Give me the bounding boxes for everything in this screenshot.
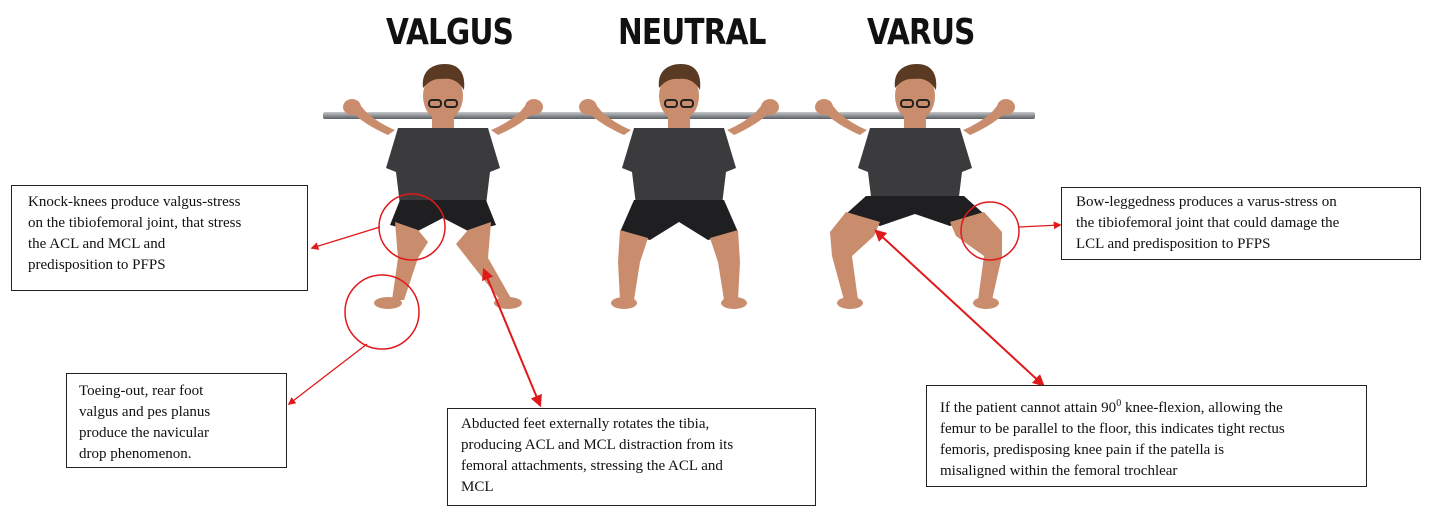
callout-line: femoris, predisposing knee pain if the p… xyxy=(940,440,1366,461)
callout-line: LCL and predisposition to PFPS xyxy=(1076,234,1420,255)
callout-line: Knock-knees produce valgus-stress xyxy=(28,192,307,213)
callout-line: predisposition to PFPS xyxy=(28,255,307,276)
callout-text: knee-flexion, allowing the xyxy=(1121,400,1283,416)
callout-line: Toeing-out, rear foot xyxy=(79,381,286,402)
callout-line: MCL xyxy=(461,477,815,498)
callout-line: Abducted feet externally rotates the tib… xyxy=(461,414,815,435)
callout-knock-knees: Knock-knees produce valgus-stress on the… xyxy=(11,185,308,291)
valgus-figure xyxy=(343,64,543,309)
callout-line: drop phenomenon. xyxy=(79,444,286,465)
callout-abducted-feet: Abducted feet externally rotates the tib… xyxy=(447,408,816,506)
callout-knee-flexion: If the patient cannot attain 900 knee-fl… xyxy=(926,385,1367,487)
callout-line: the ACL and MCL and xyxy=(28,234,307,255)
callout-line: If the patient cannot attain 900 knee-fl… xyxy=(940,393,1366,419)
callout-text: If the patient cannot attain 90 xyxy=(940,400,1116,416)
callout-line: Bow-leggedness produces a varus-stress o… xyxy=(1076,192,1420,213)
callout-line: producing ACL and MCL distraction from i… xyxy=(461,435,815,456)
callout-line: misaligned within the femoral trochlear xyxy=(940,461,1366,482)
callout-toeing-out: Toeing-out, rear foot valgus and pes pla… xyxy=(66,373,287,468)
heading-valgus: VALGUS xyxy=(386,12,513,53)
heading-neutral: NEUTRAL xyxy=(618,12,766,53)
callout-line: femoral attachments, stressing the ACL a… xyxy=(461,456,815,477)
callout-line: the tibiofemoral joint that could damage… xyxy=(1076,213,1420,234)
heading-varus: VARUS xyxy=(867,12,975,53)
callout-line: produce the navicular xyxy=(79,423,286,444)
callout-line: valgus and pes planus xyxy=(79,402,286,423)
varus-figure xyxy=(815,64,1015,309)
callout-line: femur to be parallel to the floor, this … xyxy=(940,419,1366,440)
callout-bow-legged: Bow-leggedness produces a varus-stress o… xyxy=(1061,187,1421,260)
neutral-figure xyxy=(579,64,779,309)
callout-line: on the tibiofemoral joint, that stress xyxy=(28,213,307,234)
